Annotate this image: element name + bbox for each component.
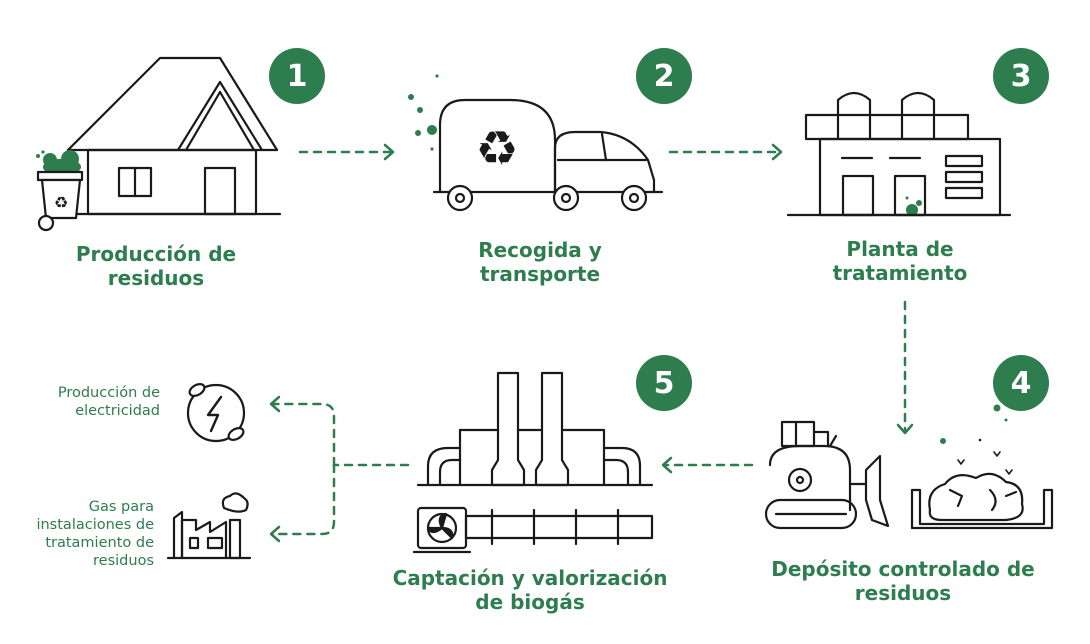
arrow-5-to-outputs [269, 395, 410, 543]
step-2-label-line-1: Recogida y [478, 238, 602, 262]
gas-label: Gas para instalaciones de tratamiento de… [10, 498, 154, 570]
arrow-2-to-3 [668, 143, 783, 161]
step-3-label-line-2: tratamiento [832, 261, 968, 285]
step-1-label: Producción de residuos [56, 242, 256, 290]
step-2-badge: 2 [636, 48, 692, 104]
step-4-badge: 4 [993, 355, 1049, 411]
truck-icon: ♻ [408, 74, 664, 212]
step-5-badge: 5 [636, 355, 692, 411]
svg-text:♻: ♻ [475, 121, 518, 177]
step-3-label: Planta de tratamiento [800, 237, 1000, 285]
house-icon [66, 56, 282, 216]
svg-text:♻: ♻ [54, 193, 68, 212]
step-5-label-line-1: Captación y valorización [392, 566, 668, 590]
biogas-plant-icon [416, 371, 654, 487]
step-4-label-line-1: Depósito controlado de [771, 557, 1035, 581]
arrow-1-to-2 [298, 143, 395, 161]
step-2-label: Recogida y transporte [440, 238, 640, 286]
step-4-label: Depósito controlado de residuos [768, 557, 1038, 605]
step-2-label-line-2: transporte [479, 262, 601, 286]
gas-label-line-1: Gas para [88, 499, 154, 515]
electricity-label-line-2: electricidad [75, 403, 160, 419]
step-4-label-line-2: residuos [854, 581, 952, 605]
step-5-label: Captación y valorización de biogás [392, 566, 668, 614]
step-1-badge: 1 [269, 48, 325, 104]
landfill-waste-icon [910, 404, 1054, 530]
step-5-label-line-2: de biogás [475, 590, 585, 614]
step-3-badge: 3 [993, 48, 1049, 104]
arrow-4-to-5 [661, 456, 754, 474]
electricity-icon [186, 383, 246, 443]
recycle-bin-icon: ♻ [36, 150, 84, 232]
fan-pipeline-icon [412, 506, 654, 554]
arrow-3-to-4 [896, 300, 914, 435]
electricity-label: Producción de electricidad [10, 384, 160, 420]
gas-label-line-3: tratamiento de [45, 535, 154, 551]
bulldozer-icon [764, 420, 890, 530]
electricity-label-line-1: Producción de [57, 385, 160, 401]
gas-label-line-2: instalaciones de [36, 517, 154, 533]
factory-icon [166, 492, 252, 560]
gas-label-line-4: residuos [93, 553, 154, 569]
step-1-label-line-1: Producción de [75, 242, 237, 266]
step-1-label-line-2: residuos [107, 266, 205, 290]
treatment-plant-icon [786, 91, 1012, 217]
step-3-label-line-1: Planta de [846, 237, 954, 261]
